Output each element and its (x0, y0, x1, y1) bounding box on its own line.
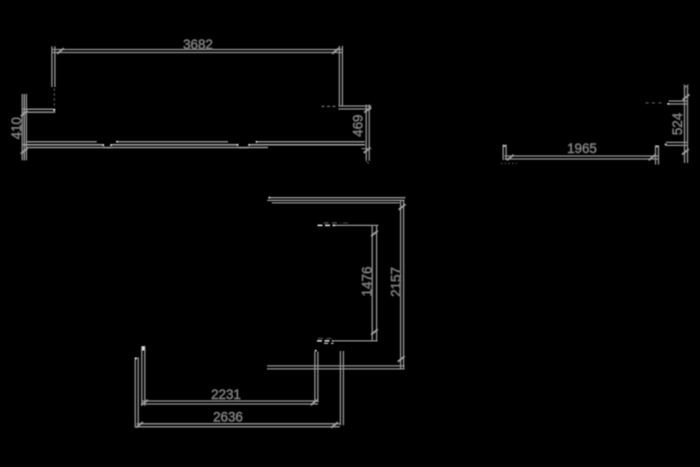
svg-text:2636: 2636 (213, 410, 243, 425)
svg-text:410: 410 (9, 117, 24, 139)
svg-text:524: 524 (670, 112, 685, 135)
svg-text:2157: 2157 (389, 267, 404, 297)
svg-text:3682: 3682 (183, 37, 213, 52)
svg-text:1476: 1476 (360, 267, 375, 297)
svg-text:2231: 2231 (211, 387, 241, 402)
svg-text:1965: 1965 (567, 141, 597, 156)
svg-text:469: 469 (350, 115, 365, 137)
